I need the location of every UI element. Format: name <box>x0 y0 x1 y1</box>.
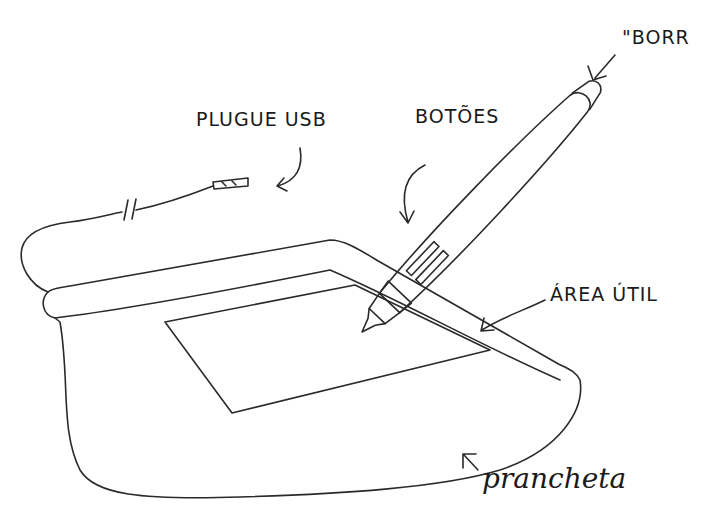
leader-arrow <box>277 148 301 191</box>
usb-cable <box>136 186 213 210</box>
leader-arrow <box>400 165 425 223</box>
part-label: ÁREA ÚTIL <box>550 283 658 305</box>
usb-cable <box>21 212 122 292</box>
part-label: BOTÕES <box>415 105 499 127</box>
leader-arrow <box>481 300 545 331</box>
usb-plug <box>213 178 248 189</box>
part-label: PLUGUE USB <box>196 108 327 130</box>
tablet-outline <box>43 240 580 498</box>
leader-arrow <box>463 454 478 470</box>
part-label: prancheta <box>482 462 626 495</box>
cable-break <box>124 199 136 220</box>
tablet-top-edge <box>55 270 560 380</box>
leader-arrow <box>588 55 615 80</box>
active-area-outline <box>165 285 490 413</box>
part-label: "BORR <box>622 26 690 48</box>
